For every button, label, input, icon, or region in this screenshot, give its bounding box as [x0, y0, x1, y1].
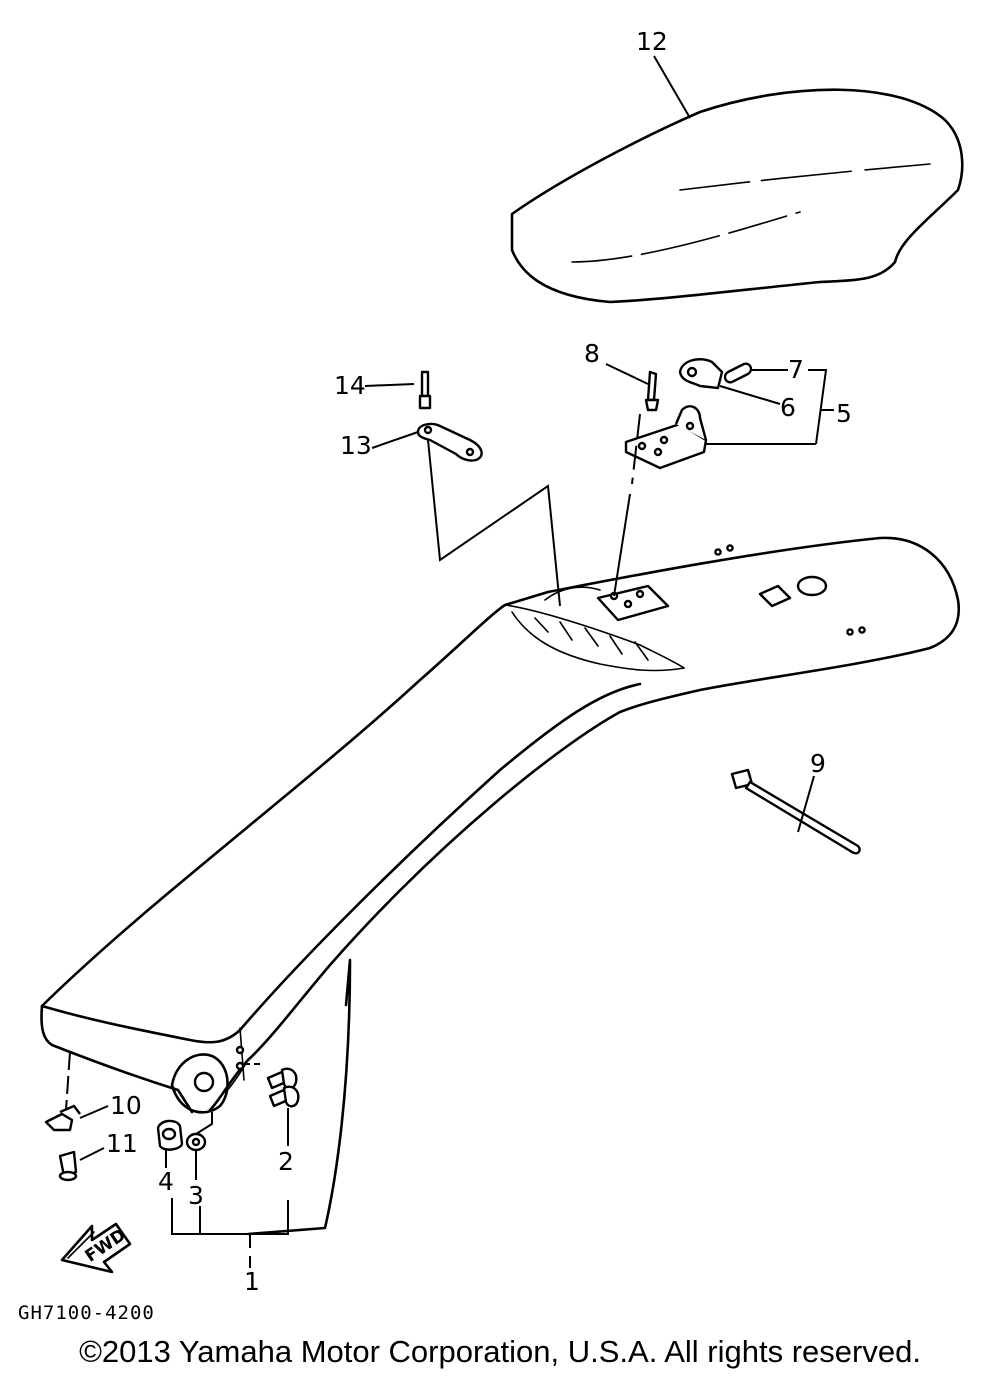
- callout-14: 14: [334, 371, 366, 400]
- callout-4: 4: [158, 1167, 174, 1196]
- callout-3: 3: [188, 1181, 204, 1210]
- callout-11: 11: [106, 1129, 138, 1158]
- callout-5: 5: [836, 399, 852, 428]
- callout-2: 2: [278, 1147, 294, 1176]
- callout-6: 6: [780, 393, 796, 422]
- handle-pole: [40, 536, 961, 1236]
- fwd-arrow: FWD: [60, 1222, 132, 1274]
- stay-plate: [416, 370, 483, 462]
- hinge-assembly: [624, 358, 753, 470]
- copyright-notice: ©2013 Yamaha Motor Corporation, U.S.A. A…: [79, 1334, 921, 1369]
- callout-1: 1: [244, 1267, 260, 1296]
- callout-12: 12: [636, 27, 668, 56]
- callout-13: 13: [340, 431, 372, 460]
- seat-cushion: [510, 88, 964, 304]
- callout-8: 8: [584, 339, 600, 368]
- cable-tie: [730, 768, 861, 855]
- clip-and-screw: [44, 1104, 81, 1182]
- callout-9: 9: [810, 749, 826, 778]
- callout-7: 7: [788, 355, 804, 384]
- callouts: 12 14 13 8 7 6 5 9 10 11 2 4 3 1: [106, 27, 852, 1296]
- leader-lines: [65, 55, 834, 1268]
- callout-10: 10: [110, 1091, 142, 1120]
- diagram-code: GH7100-4200: [18, 1302, 155, 1324]
